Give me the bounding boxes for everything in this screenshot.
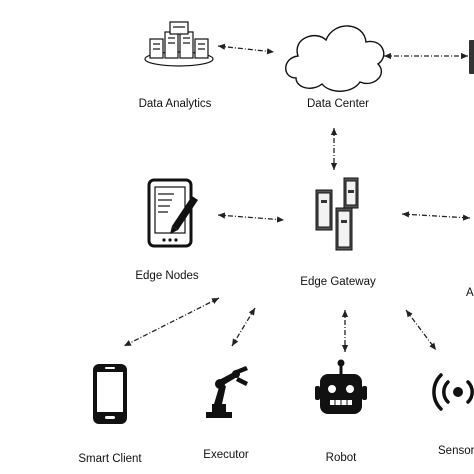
data-center-label: Data Center — [306, 98, 370, 110]
cropped-device-icon — [469, 40, 474, 74]
wireless-sensor-icon — [432, 373, 474, 411]
link-nodes-executor — [231, 307, 256, 347]
edge-nodes-label: Edge Nodes — [135, 270, 199, 282]
link-analytics-datacenter — [217, 43, 275, 55]
link-nodes-gateway — [217, 212, 285, 223]
robot-label: Robot — [325, 452, 357, 464]
cloud-icon — [285, 25, 385, 92]
executor-label: Executor — [203, 449, 249, 461]
smart-client-label: Smart Client — [78, 453, 142, 465]
link-gateway-right — [401, 211, 471, 221]
data-analytics-label: Data Analytics — [138, 98, 212, 110]
tablet-pen-icon — [147, 178, 198, 248]
edge-gateway-label: Edge Gateway — [300, 276, 376, 288]
link-gateway-sensor — [405, 309, 437, 351]
cropped-label: A — [466, 287, 474, 299]
robotic-arm-icon — [206, 366, 248, 418]
sensor-label: Sensor — [438, 445, 474, 457]
server-cluster-icon — [144, 21, 214, 67]
server-towers-icon — [315, 177, 359, 251]
smartphone-icon — [93, 364, 127, 424]
link-nodes-smartclient — [123, 297, 220, 347]
robot-head-icon — [315, 359, 367, 414]
